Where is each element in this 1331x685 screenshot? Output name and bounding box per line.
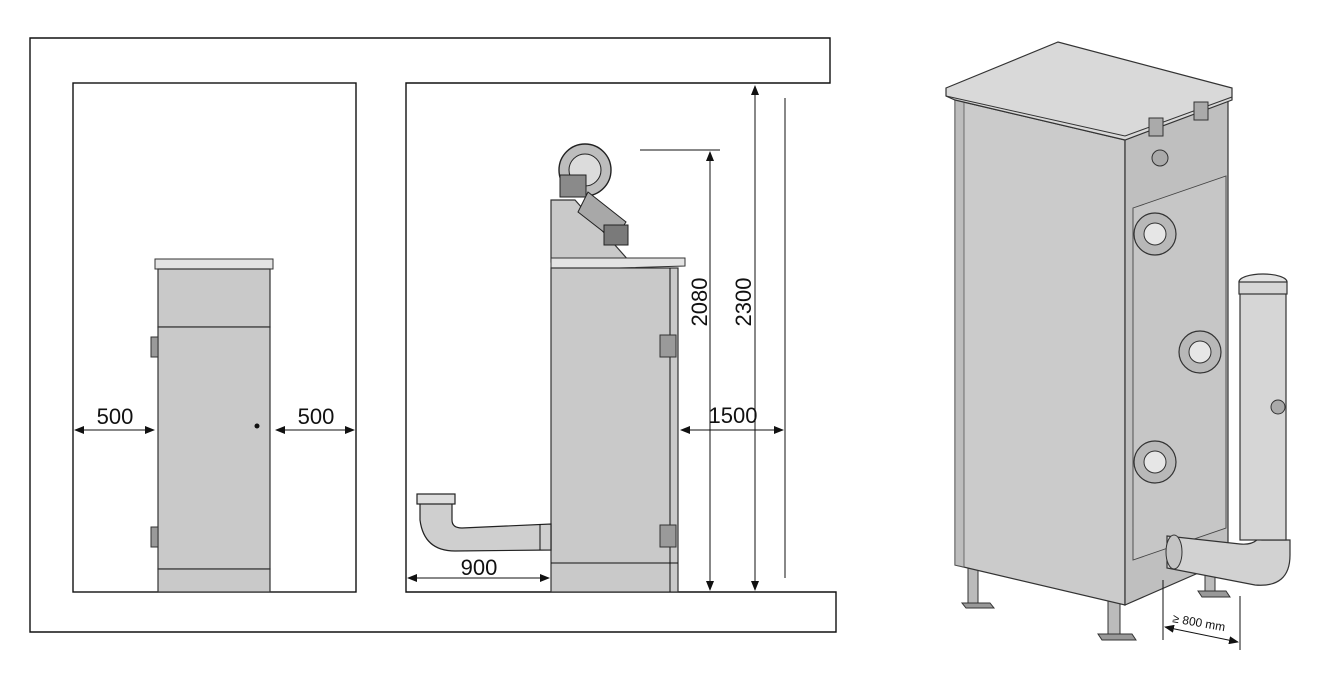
boiler-front-view [150, 258, 274, 593]
boiler-legs [960, 564, 1231, 641]
flue-pipe-side [416, 493, 552, 552]
side-clearance-left-label: 500 [97, 404, 134, 429]
rear-clearance-label: 1500 [709, 403, 758, 428]
connection-flanges [1133, 212, 1222, 484]
burner-height-label: 2080 [687, 278, 712, 327]
hinge-bottom [150, 526, 159, 548]
door-knob [254, 423, 260, 429]
boiler-perspective-view [945, 41, 1291, 641]
side-clearance-right-label: 500 [298, 404, 335, 429]
side-view-dimensions [407, 85, 786, 591]
hinge-top [150, 336, 159, 358]
front-clearance-label: 900 [461, 555, 498, 580]
room-height-label: 2300 [731, 278, 756, 327]
flue-clearance-label: ≥ 800 mm [1171, 611, 1226, 634]
burner [558, 143, 629, 246]
boiler-side-view [416, 143, 686, 593]
flue-pipe-perspective [1165, 273, 1291, 586]
flue-clearance-dimension [1162, 580, 1241, 650]
